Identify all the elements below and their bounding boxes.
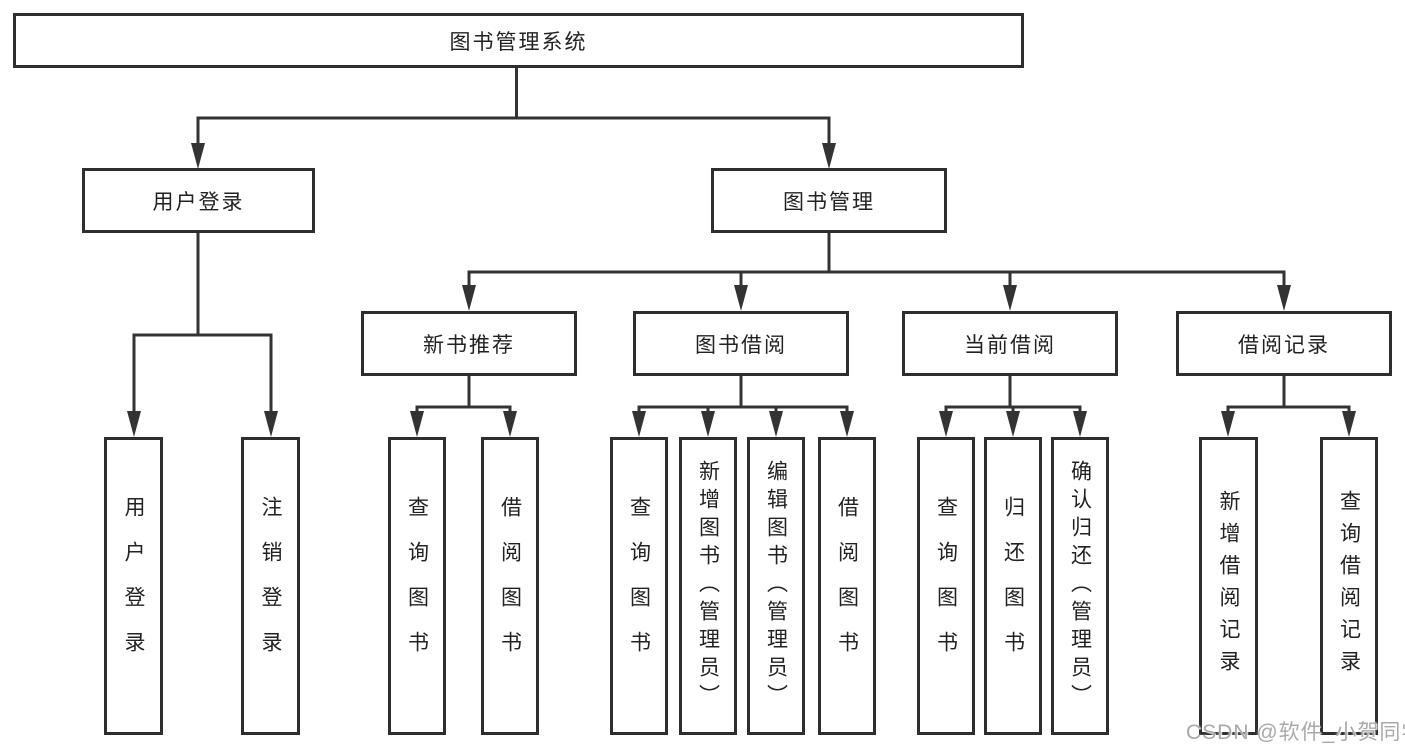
leaf-borrow-book-recommend-label: 借阅图书 <box>498 496 522 676</box>
connector-paths <box>132 66 1351 415</box>
node-borrowing-records-label: 借阅记录 <box>1238 333 1330 357</box>
node-book-management: 图书管理 <box>711 168 947 233</box>
leaf-query-borrow-record-label: 查询借阅记录 <box>1337 490 1361 682</box>
leaf-confirm-return-admin: 确认归还（管理员） <box>1051 437 1109 735</box>
leaf-return-book: 归还图书 <box>984 437 1042 735</box>
leaf-logout: 注销登录 <box>241 437 300 735</box>
leaf-add-book-admin-label: 新增图书（管理员） <box>696 460 720 712</box>
node-new-book-recommend: 新书推荐 <box>361 311 577 376</box>
leaf-add-borrow-record: 新增借阅记录 <box>1199 437 1258 735</box>
leaf-query-book-recommend-label: 查询图书 <box>405 496 429 676</box>
node-book-borrowing: 图书借阅 <box>633 311 849 376</box>
node-user-login-label: 用户登录 <box>152 190 245 214</box>
leaf-query-book-current: 查询图书 <box>917 437 975 735</box>
leaf-edit-book-admin-label: 编辑图书（管理员） <box>764 460 788 712</box>
leaf-query-book-borrowing: 查询图书 <box>610 437 668 735</box>
node-borrowing-records: 借阅记录 <box>1176 311 1392 376</box>
leaf-add-borrow-record-label: 新增借阅记录 <box>1217 490 1240 682</box>
leaf-query-borrow-record: 查询借阅记录 <box>1320 437 1378 735</box>
leaf-borrow-book-recommend: 借阅图书 <box>481 437 539 735</box>
node-new-book-recommend-label: 新书推荐 <box>423 333 515 357</box>
leaf-add-book-admin: 新增图书（管理员） <box>679 437 737 735</box>
node-root: 图书管理系统 <box>13 13 1024 68</box>
node-book-management-label: 图书管理 <box>783 190 875 214</box>
leaf-borrow-book-borrowing: 借阅图书 <box>818 437 876 735</box>
node-root-label: 图书管理系统 <box>449 30 588 54</box>
leaf-edit-book-admin: 编辑图书（管理员） <box>747 437 805 735</box>
node-current-borrowing: 当前借阅 <box>902 311 1118 376</box>
leaf-query-book-borrowing-label: 查询图书 <box>627 496 651 676</box>
node-book-borrowing-label: 图书借阅 <box>695 333 787 357</box>
node-current-borrowing-label: 当前借阅 <box>964 333 1056 357</box>
leaf-query-book-current-label: 查询图书 <box>934 496 958 676</box>
leaf-return-book-label: 归还图书 <box>1001 496 1025 676</box>
leaf-logout-label: 注销登录 <box>259 496 282 676</box>
node-user-login: 用户登录 <box>82 168 315 233</box>
leaf-query-book-recommend: 查询图书 <box>388 437 446 735</box>
arrow-down-icons <box>127 143 1356 437</box>
leaf-confirm-return-admin-label: 确认归还（管理员） <box>1068 460 1092 712</box>
leaf-user-login-label: 用户登录 <box>122 496 145 676</box>
leaf-borrow-book-borrowing-label: 借阅图书 <box>835 496 859 676</box>
csdn-watermark: CSDN @软件_小贺同学 <box>1186 721 1405 744</box>
leaf-user-login: 用户登录 <box>104 437 163 735</box>
